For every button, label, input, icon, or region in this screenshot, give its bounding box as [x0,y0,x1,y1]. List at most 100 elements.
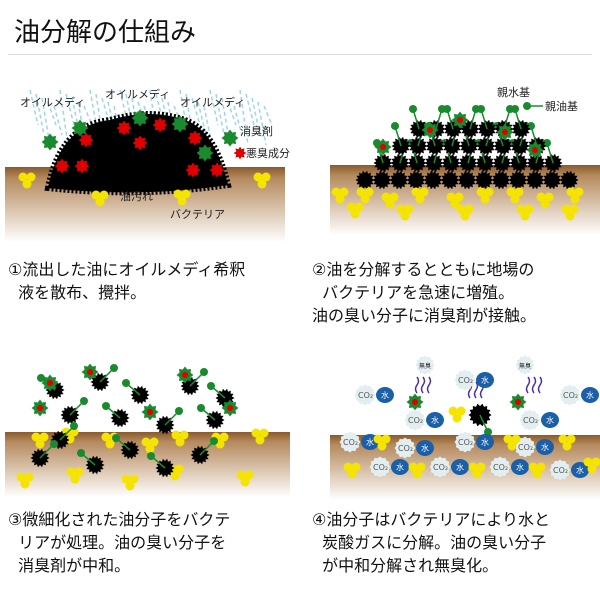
bacteria-icon [253,172,263,182]
bacteria-icon [331,187,341,197]
bacteria-icon [175,437,185,447]
hydrophilic-head-icon [210,437,218,445]
water-label: 水 [381,390,389,400]
bacteria-icon [101,432,111,442]
bacteria-icon [381,434,391,444]
label-deodorant: 消臭剤 [240,124,273,138]
oil-molecule-icon [440,170,460,190]
spray-line [155,93,165,126]
hydrophilic-head-icon [409,105,417,113]
bacteria-icon [558,434,568,444]
bacteria-icon [562,441,572,451]
bacteria-icon [400,211,410,221]
bacteria-icon [66,467,76,477]
hydrophilic-head-icon [77,449,85,457]
bacteria-icon [574,187,584,197]
bacteria-icon [565,211,575,221]
bacteria-icon [16,472,26,482]
co2-label: CO₂ [373,463,388,472]
bacteria-icon [570,194,580,204]
co2-bubble-icon [559,384,581,406]
hydrophilic-head-icon [527,122,535,130]
bacteria-icon [566,434,576,444]
bacteria-icon [389,192,399,202]
water-molecule-icon [451,459,469,475]
bacteria-icon [373,434,383,444]
deodorant-molecule-icon [131,109,149,127]
bacteria-icon [39,432,49,442]
co2-label: CO₂ [563,391,578,400]
bacteria-icon [18,172,28,182]
water-label: 水 [396,462,404,472]
bacteria-icon [385,199,395,209]
label-odorless: 無臭 [419,362,431,370]
bacteria-icon [528,462,538,472]
odor-molecule-icon [233,146,247,160]
bacteria-icon [219,432,229,442]
hydrophilic-head-icon [175,407,183,415]
bacteria-icon [377,441,387,451]
bacteria-icon [91,190,101,200]
bacteria-icon [346,202,356,212]
bacteria-icon [173,189,183,199]
odor-wave-icon [426,376,432,394]
bacteria-icon [335,194,345,204]
bacteria-icon [516,204,526,214]
co2-bubble-icon [489,456,511,478]
odor-molecule-icon [54,158,70,174]
odor-wave-icon [531,376,537,394]
co2-label: CO₂ [358,391,373,400]
bacteria-icon [569,204,579,214]
bacteria-icon [354,202,364,212]
bacteria-icon [20,479,30,489]
bacteria-icon [396,204,406,214]
label-hydrophilic-group: 親水基 [497,86,530,99]
bacteria-icon [404,204,414,214]
bacteria-icon [476,187,486,197]
spray-line [233,105,243,136]
oil-molecule-icon [389,170,409,190]
co2-label: CO₂ [458,376,473,385]
odor-wave-icon [537,376,543,394]
spray-line [65,93,75,126]
bacteria-icon [536,462,546,472]
bacteria-icon [456,406,466,416]
oil-molecule-icon [423,170,443,190]
bacteria-icon [35,439,45,449]
deodorant-molecule-icon [41,133,59,151]
oil-molecule-icon [508,170,528,190]
label-bacteria: バクテリア [170,208,225,221]
hydrophilic-head-icon [80,397,88,405]
odorless-bubble-icon [515,355,535,375]
panel-3-caption: ③微細化された油分子をバクテ リアが処理。油の臭い分子を 消臭剤が中和。 [8,510,231,575]
water-label: 水 [541,442,549,452]
label-oil-media-3: オイルメディ [180,95,245,109]
bacteria-icon [121,474,131,484]
bacteria-icon [179,430,189,440]
water-molecule-icon [511,459,529,475]
co2-bubble-icon [454,431,476,453]
bacteria-icon [419,187,429,197]
bacteria-icon [408,462,418,472]
label-oil-media-1: オイルメディ [20,95,85,109]
odor-core-icon [412,399,418,405]
bacteria-icon [125,481,135,491]
co2-bubble-icon [339,431,361,453]
bacteria-icon [460,211,470,221]
spray-line [53,105,63,136]
oil-molecule-icon [559,170,579,190]
water-molecule-icon [376,387,394,403]
title-divider [8,54,592,55]
water-label: 水 [431,415,439,425]
bacteria-icon [351,462,361,472]
odor-wave-icon [525,376,531,394]
co2-bubble-icon [369,456,391,478]
deodorant-molecule-icon [196,144,214,162]
water-molecule-icon [426,412,444,428]
bacteria-icon [171,430,181,440]
water-label: 水 [586,390,594,400]
bacteria-icon [507,441,517,451]
spray-line [251,97,261,136]
bacteria-icon [347,469,357,479]
